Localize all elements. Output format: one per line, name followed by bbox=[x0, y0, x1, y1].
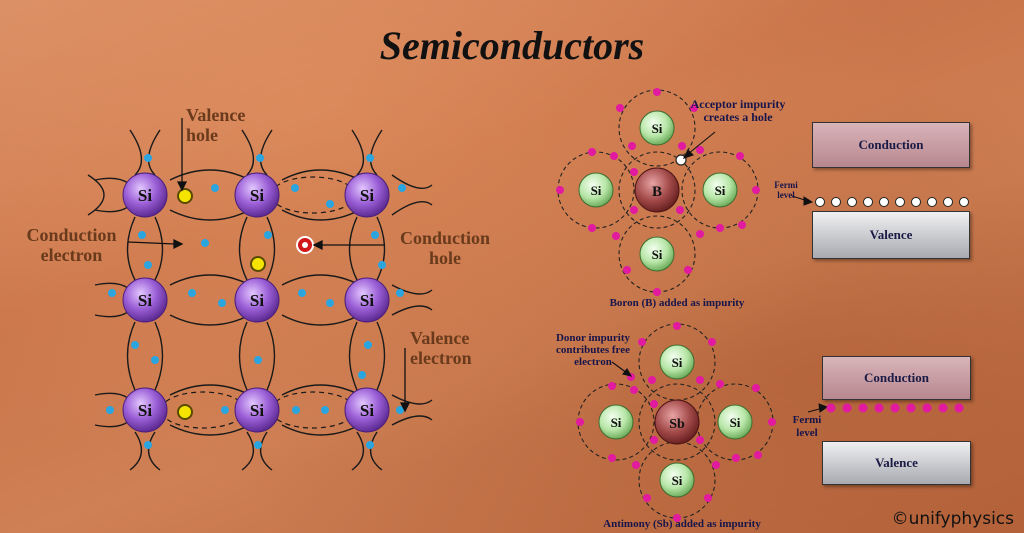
boron-label: B bbox=[652, 184, 662, 200]
si-label: Si bbox=[250, 401, 264, 420]
copyright-text: ©unifyphysics bbox=[891, 509, 1014, 529]
valence-band: Valence bbox=[822, 441, 971, 485]
conduction-electron-label: Conduction electron bbox=[26, 225, 117, 265]
conduction-band: Conduction bbox=[822, 356, 971, 400]
si-atoms bbox=[122, 172, 390, 433]
si-label: Si bbox=[250, 186, 264, 205]
fermi-level-label: Fermi level bbox=[774, 180, 798, 200]
page-title: Semiconductors bbox=[379, 23, 645, 68]
valence-hole-label: Valence hole bbox=[186, 105, 246, 145]
valence-electron-label: Valence electron bbox=[410, 328, 472, 368]
valence-hole-marker bbox=[177, 188, 193, 204]
si-label: Si bbox=[672, 473, 683, 488]
si-label: Si bbox=[611, 415, 622, 430]
si-label: Si bbox=[138, 291, 152, 310]
si-label: Si bbox=[652, 121, 663, 136]
donor-note: Donor impurity contributes free electron bbox=[555, 332, 631, 368]
valence-band: Valence bbox=[812, 211, 970, 259]
valence-hole-marker bbox=[177, 404, 193, 420]
antimony-label: Sb bbox=[669, 417, 685, 432]
antimony-caption: Antimony (Sb) added as impurity bbox=[603, 518, 761, 530]
si-label: Si bbox=[591, 183, 602, 198]
conduction-band: Conduction bbox=[812, 122, 970, 168]
si-label: Si bbox=[138, 186, 152, 205]
si-label: Si bbox=[730, 415, 741, 430]
valence-hole-marker bbox=[250, 256, 266, 272]
acceptor-note: Acceptor impurity creates a hole bbox=[690, 97, 786, 124]
si-label: Si bbox=[138, 401, 152, 420]
si-label: Si bbox=[360, 186, 374, 205]
fermi-level-label: Fermi level bbox=[792, 414, 822, 439]
si-label: Si bbox=[250, 291, 264, 310]
si-label: Si bbox=[715, 183, 726, 198]
conduction-hole-label: Conduction hole bbox=[399, 228, 491, 268]
si-label: Si bbox=[672, 355, 683, 370]
si-label: Si bbox=[360, 291, 374, 310]
si-label: Si bbox=[652, 247, 663, 262]
acceptor-hole-marker bbox=[675, 154, 687, 166]
si-label: Si bbox=[360, 401, 374, 420]
boron-caption: Boron (B) added as impurity bbox=[609, 297, 745, 309]
